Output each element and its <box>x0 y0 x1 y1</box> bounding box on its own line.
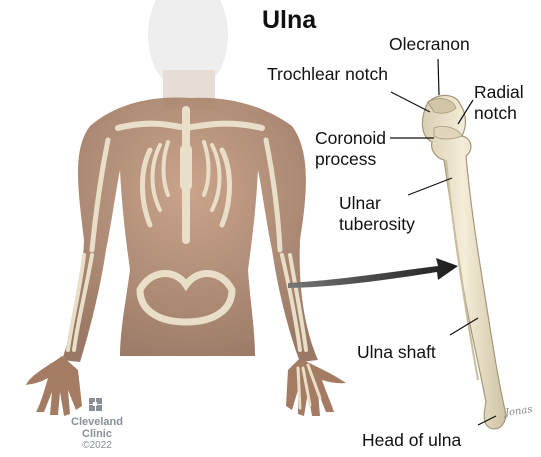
label-head-of-ulna: Head of ulna <box>362 430 461 451</box>
ulna-bone <box>422 95 505 428</box>
cleveland-clinic-logo: Cleveland Clinic ©2022 <box>62 398 132 452</box>
label-ulna-shaft: Ulna shaft <box>357 342 436 363</box>
pointer-arrow <box>288 258 458 288</box>
label-trochlear-notch: Trochlear notch <box>267 64 388 85</box>
logo-icon <box>89 398 105 414</box>
page-title: Ulna <box>262 6 316 35</box>
label-radial-notch: Radial notch <box>474 82 524 124</box>
label-coronoid-process: Coronoid process <box>315 128 386 170</box>
head-shape <box>148 0 228 110</box>
label-olecranon: Olecranon <box>389 34 470 55</box>
label-ulnar-tuberosity: Ulnar tuberosity <box>339 193 415 235</box>
copyright-text: ©2022 <box>62 440 132 452</box>
logo-name: Cleveland Clinic <box>62 416 132 440</box>
